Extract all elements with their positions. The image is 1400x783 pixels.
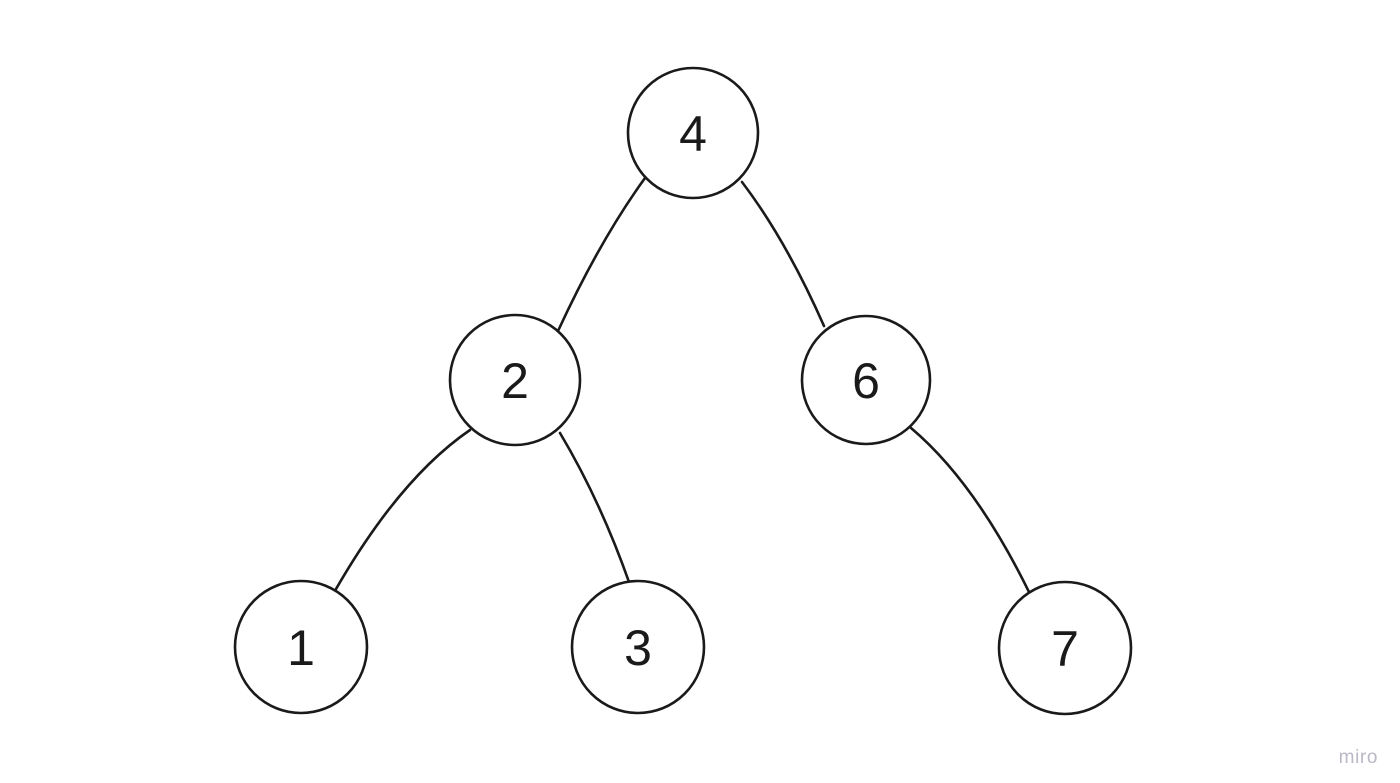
node-label-4: 4	[679, 106, 707, 162]
miro-watermark: miro	[1338, 747, 1378, 768]
node-circle-2[interactable]	[448, 313, 582, 447]
tree-node-4[interactable]: 4	[626, 66, 760, 200]
edge-6-to-7	[909, 426, 1031, 594]
tree-node-6[interactable]: 6	[800, 314, 932, 446]
node-label-6: 6	[852, 353, 880, 409]
node-label-1: 1	[287, 620, 315, 676]
node-circle-3[interactable]	[570, 579, 706, 715]
edge-2-to-1	[334, 428, 472, 591]
edge-2-to-3	[558, 431, 631, 584]
tree-node-2[interactable]: 2	[448, 313, 582, 447]
node-label-3: 3	[624, 620, 652, 676]
node-circle-1[interactable]	[233, 579, 369, 715]
edge-4-to-6	[740, 180, 826, 328]
node-label-2: 2	[501, 353, 529, 409]
tree-node-3[interactable]: 3	[570, 579, 706, 715]
node-label-7: 7	[1051, 621, 1079, 677]
tree-node-7[interactable]: 7	[997, 580, 1133, 716]
edge-4-to-2	[556, 176, 647, 333]
tree-nodes-group: 4 2 6 1 3 7	[233, 66, 1133, 716]
tree-node-1[interactable]: 1	[233, 579, 369, 715]
node-circle-4[interactable]	[626, 66, 760, 200]
node-circle-7[interactable]	[997, 580, 1133, 716]
tree-edges-group	[334, 176, 1031, 594]
node-circle-6[interactable]	[800, 314, 932, 446]
